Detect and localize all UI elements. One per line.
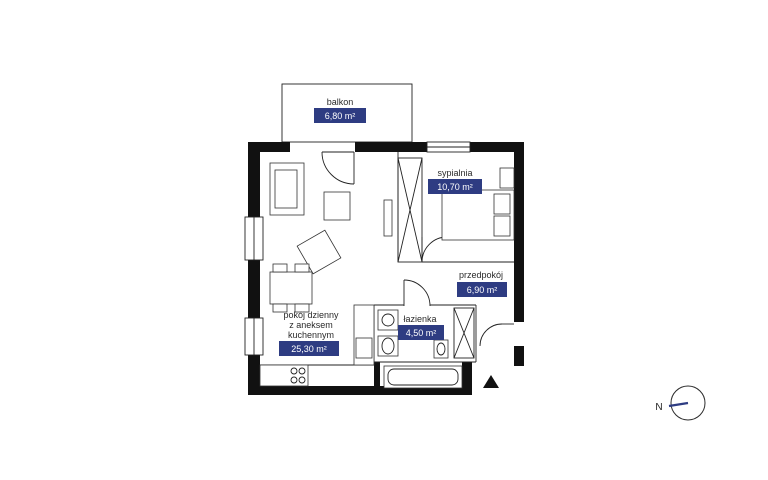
room-area-lazienka: 4,50 m² <box>406 328 437 338</box>
compass-icon: N <box>655 385 706 421</box>
label-pokoj: pokój dzienny z aneksem kuchennym 25,30 … <box>279 310 339 356</box>
area-badge-sypialnia <box>428 179 482 194</box>
kitchen <box>259 304 375 387</box>
label-sypialnia: sypialnia 10,70 m² <box>428 168 482 194</box>
entrance-triangle-icon <box>483 375 499 388</box>
wardrobes <box>383 157 475 359</box>
room-area-sypialnia: 10,70 m² <box>437 182 473 192</box>
room-name-balkon: balkon <box>327 97 354 107</box>
area-badge-lazienka <box>398 325 444 340</box>
living-furniture <box>269 162 351 313</box>
room-name-pokoj-line2: z aneksem <box>289 320 333 330</box>
room-area-pokoj: 25,30 m² <box>291 344 327 354</box>
label-lazienka: łazienka 4,50 m² <box>398 314 444 340</box>
bed <box>441 167 515 241</box>
label-balkon: balkon 6,80 m² <box>314 97 366 123</box>
area-badge-balkon <box>314 108 366 123</box>
room-name-pokoj-line3: kuchennym <box>288 330 334 340</box>
area-badge-przedpokoj <box>457 282 507 297</box>
label-przedpokoj: przedpokój 6,90 m² <box>457 270 507 297</box>
outer-walls <box>248 142 524 395</box>
balcony <box>281 83 413 143</box>
room-name-sypialnia: sypialnia <box>437 168 472 178</box>
room-area-balkon: 6,80 m² <box>325 111 356 121</box>
bathroom-fixtures <box>377 309 463 389</box>
windows <box>244 141 471 356</box>
room-name-pokoj-line1: pokój dzienny <box>283 310 339 320</box>
area-badge-pokoj <box>279 341 339 356</box>
compass-letter: N <box>655 402 662 413</box>
room-name-przedpokoj: przedpokój <box>459 270 503 280</box>
room-area-przedpokoj: 6,90 m² <box>467 285 498 295</box>
room-name-lazienka: łazienka <box>403 314 436 324</box>
